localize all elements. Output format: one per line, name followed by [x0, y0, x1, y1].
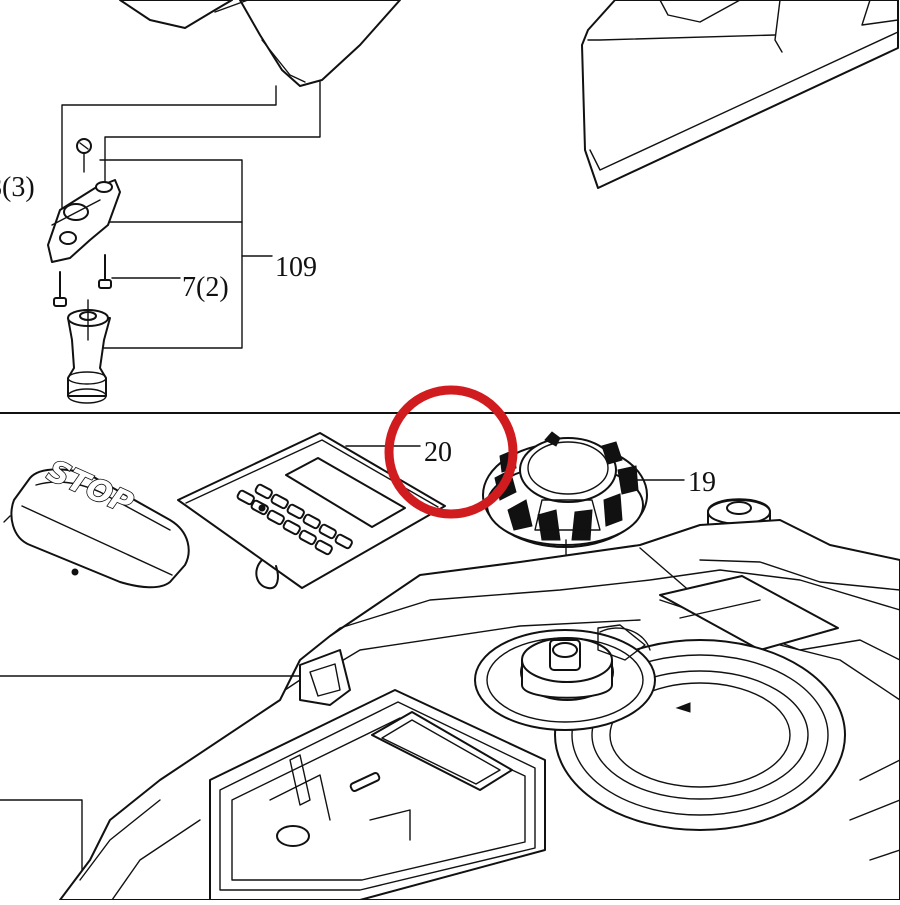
callout-109: 109 — [275, 252, 317, 283]
leader-lines-lower — [0, 445, 685, 871]
main-housing — [59, 519, 900, 901]
stop-button: STOP — [3, 453, 190, 589]
knob-spacer — [67, 299, 111, 404]
upper-shroud-left — [119, 0, 401, 87]
leader-lines-109 — [61, 81, 321, 349]
screw-7-right — [98, 254, 112, 289]
handle-bracket — [47, 138, 121, 263]
control-panel-20 — [177, 432, 446, 590]
screw-7-left — [53, 271, 67, 307]
dial-knob-19 — [482, 431, 648, 641]
callout-19: 19 — [688, 467, 716, 498]
highlight-circle — [384, 385, 518, 519]
callout-7: 7(2) — [182, 272, 229, 303]
callout-8: 8(3) — [0, 172, 35, 203]
callout-20: 20 — [424, 437, 452, 468]
upper-shroud-right — [581, 0, 899, 189]
keypad — [236, 483, 353, 556]
